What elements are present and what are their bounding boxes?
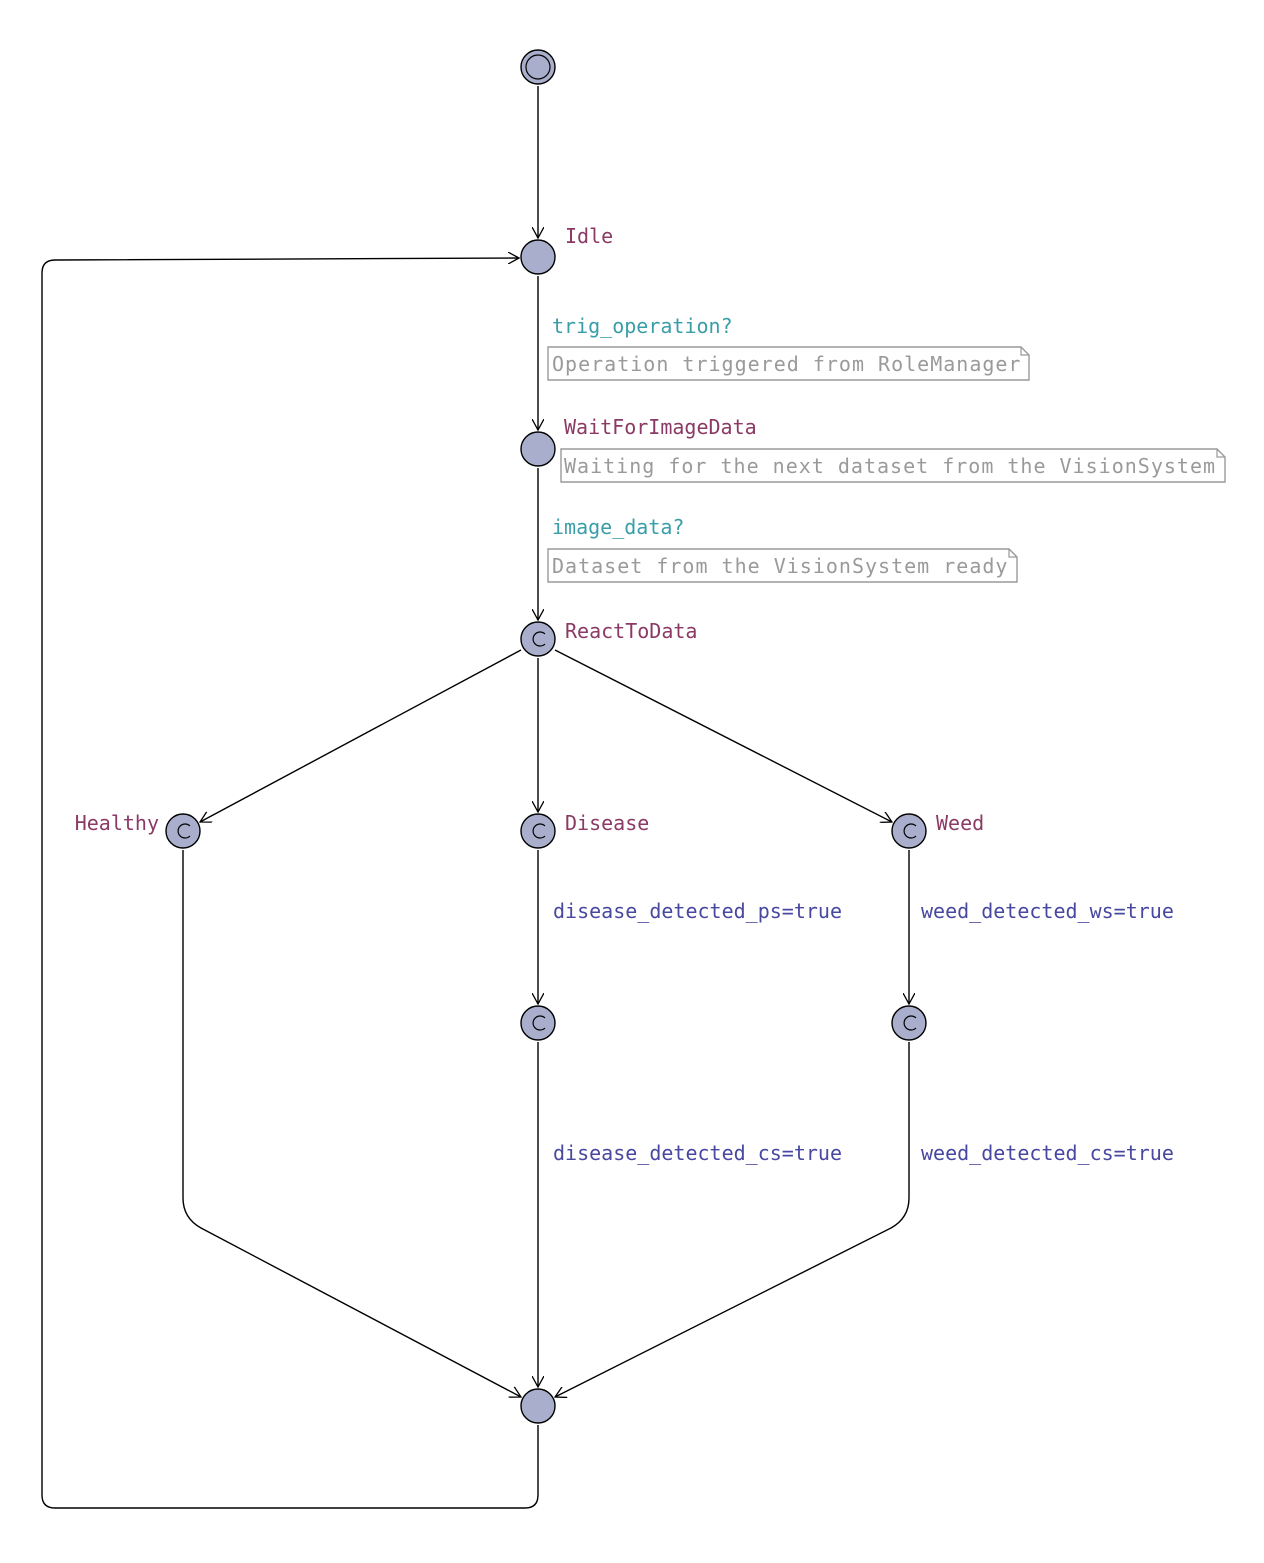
- committed-icon: [903, 823, 917, 839]
- committed-icon: [532, 631, 546, 647]
- location-weed[interactable]: [891, 813, 927, 849]
- edge-merge-to-idle[interactable]: [41, 258, 539, 1509]
- location-healthy[interactable]: [165, 813, 201, 849]
- comment-text: Waiting for the next dataset from the Vi…: [564, 454, 1216, 478]
- comment-note-operation-triggered: Operation triggered from RoleManager: [547, 346, 1030, 381]
- location-disease[interactable]: [520, 813, 556, 849]
- committed-icon: [532, 1015, 546, 1031]
- location-weed-committed[interactable]: [891, 1005, 927, 1041]
- comment-text: Dataset from the VisionSystem ready: [552, 554, 1008, 578]
- committed-icon: [177, 823, 191, 839]
- assignment-label-weed-cs: weed_detected_cs=true: [921, 1141, 1174, 1165]
- location-reacttodata[interactable]: [520, 621, 556, 657]
- sync-label-trig-operation: trig_operation?: [552, 314, 733, 338]
- location-waitforimagedata[interactable]: [520, 431, 556, 467]
- assignment-label-disease-ps: disease_detected_ps=true: [553, 899, 842, 923]
- location-idle[interactable]: [520, 239, 556, 275]
- comment-text: Operation triggered from RoleManager: [552, 352, 1021, 376]
- comment-note-waiting-for-dataset: Waiting for the next dataset from the Vi…: [560, 448, 1226, 483]
- location-disease-committed[interactable]: [520, 1005, 556, 1041]
- location-name-weed: Weed: [936, 811, 984, 835]
- location-name-waitforimagedata: WaitForImageData: [564, 415, 757, 439]
- location-name-reacttodata: ReactToData: [565, 619, 697, 643]
- committed-icon: [903, 1015, 917, 1031]
- location-name-healthy: Healthy: [75, 811, 159, 835]
- edge-healthy-to-merge[interactable]: [182, 850, 521, 1397]
- location-name-disease: Disease: [565, 811, 649, 835]
- edge-reacttodata-to-healthy[interactable]: [200, 649, 522, 822]
- assignment-label-disease-cs: disease_detected_cs=true: [553, 1141, 842, 1165]
- location-merge[interactable]: [520, 1388, 556, 1424]
- assignment-label-weed-ws: weed_detected_ws=true: [921, 899, 1174, 923]
- sync-label-image-data: image_data?: [552, 515, 684, 539]
- location-name-idle: Idle: [565, 224, 613, 248]
- location-init[interactable]: [520, 49, 556, 85]
- comment-note-dataset-ready: Dataset from the VisionSystem ready: [547, 548, 1018, 583]
- edge-weed-step2[interactable]: [555, 1042, 910, 1397]
- edge-reacttodata-to-weed[interactable]: [554, 649, 892, 822]
- committed-icon: [532, 823, 546, 839]
